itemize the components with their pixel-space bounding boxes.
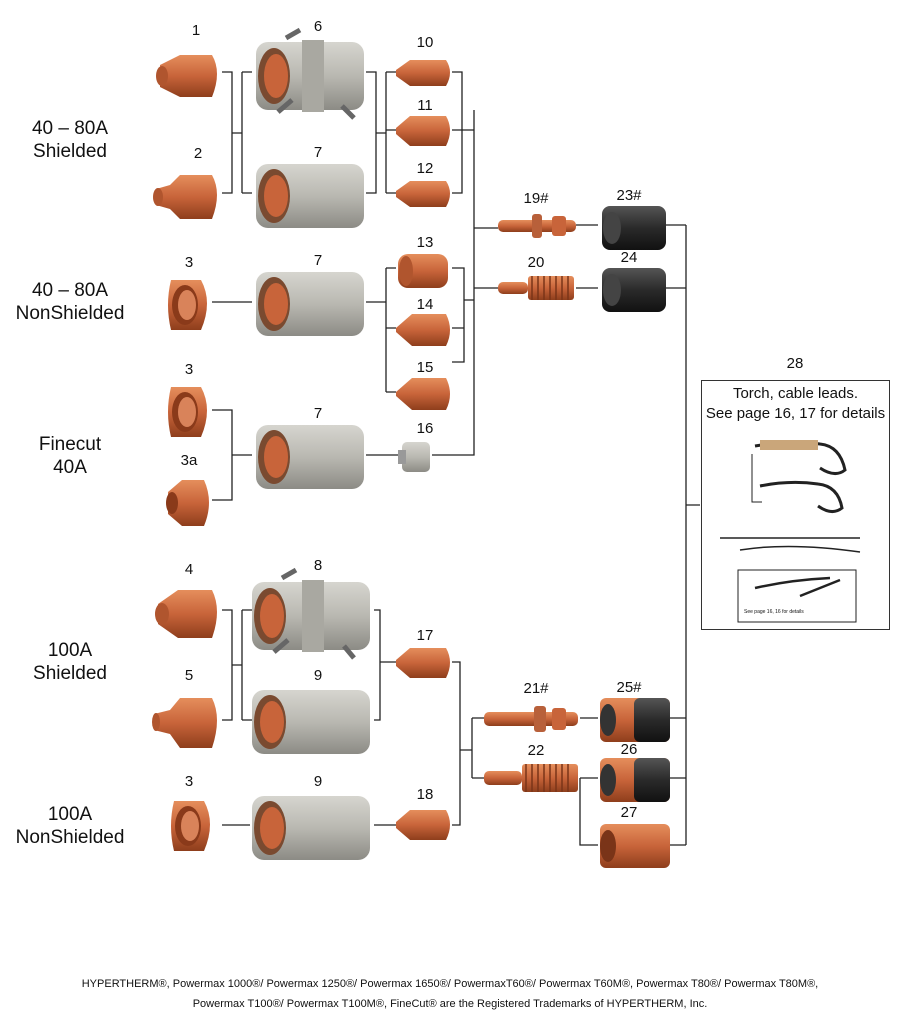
retaining-caps [252,27,370,860]
group-label-line: Finecut [38,434,102,455]
group-label-line: 40A [53,457,87,478]
part-number: 25# [616,679,642,696]
part-number: 23# [616,187,642,204]
torch-illustration [720,440,861,623]
group-label-line: 40 – 80A [31,280,109,301]
torch-leads-box: Torch, cable leads. See page 16, 17 for … [701,380,890,630]
part-number: 18 [416,786,434,803]
torch-leads-line: Torch, cable leads. [732,385,859,402]
part-number: 7 [313,144,323,161]
part-number: 15 [416,359,434,376]
nozzles [396,60,450,840]
part-number: 2 [193,145,203,162]
part-number: 3 [184,773,194,790]
part-number: 19# [523,190,549,207]
part-number: 7 [313,405,323,422]
group-label-line: Shielded [33,663,107,684]
connector-lines [212,71,700,846]
group-label-line: Shielded [33,141,107,162]
part-number: 13 [416,234,434,251]
trademark-footer-line2: Powermax T100®/ Powermax T100M®, FineCut… [192,998,708,1010]
group-label-100a-shielded: 100A Shielded [0,639,140,685]
part-number: 24 [620,249,638,266]
part-number: 11 [417,97,433,114]
part-number: 27 [620,804,638,821]
group-label-line: NonShielded [15,827,125,848]
swirl-rings [600,206,670,868]
part-number: 1 [191,22,201,39]
torch-leads-line: See page 16, 17 for details [705,405,886,422]
group-label-40-80a-nonshielded: 40 – 80A NonShielded [0,279,140,325]
part-number: 10 [416,34,434,51]
group-label-line: 100A [47,804,93,825]
group-label-40-80a-shielded: 40 – 80A Shielded [0,117,140,163]
group-label-finecut-40a: Finecut 40A [0,433,140,479]
part-number: 7 [313,252,323,269]
electrodes [484,214,578,792]
part-number: 14 [416,296,434,313]
part-number: 9 [313,667,323,684]
group-label-100a-nonshielded: 100A NonShielded [0,803,140,849]
torch-leads-text: Torch, cable leads. See page 16, 17 for … [702,381,889,424]
part-number: 12 [416,160,434,177]
part-number: 6 [313,18,323,35]
inset-caption: See page 16, 16 for details [744,609,804,615]
part-number: 4 [184,561,194,578]
group-label-line: 40 – 80A [31,118,109,139]
part-number: 3 [184,361,194,378]
part-number: 8 [313,557,323,574]
shield-parts [152,55,217,851]
part-number: 5 [184,667,194,684]
part-number: 20 [527,254,545,271]
trademark-footer-line1: HYPERTHERM®, Powermax 1000®/ Powermax 12… [81,978,819,990]
part-number: 9 [313,773,323,790]
group-label-line: 100A [47,640,93,661]
part-number: 26 [620,741,638,758]
group-label-line: NonShielded [15,303,125,324]
part-number: 16 [416,420,434,437]
part-number: 22 [527,742,545,759]
part-number: 21# [523,680,549,697]
part-number: 28 [786,355,804,372]
part-number: 3 [184,254,194,271]
part-number: 17 [416,627,434,644]
part-number: 3a [180,452,198,469]
